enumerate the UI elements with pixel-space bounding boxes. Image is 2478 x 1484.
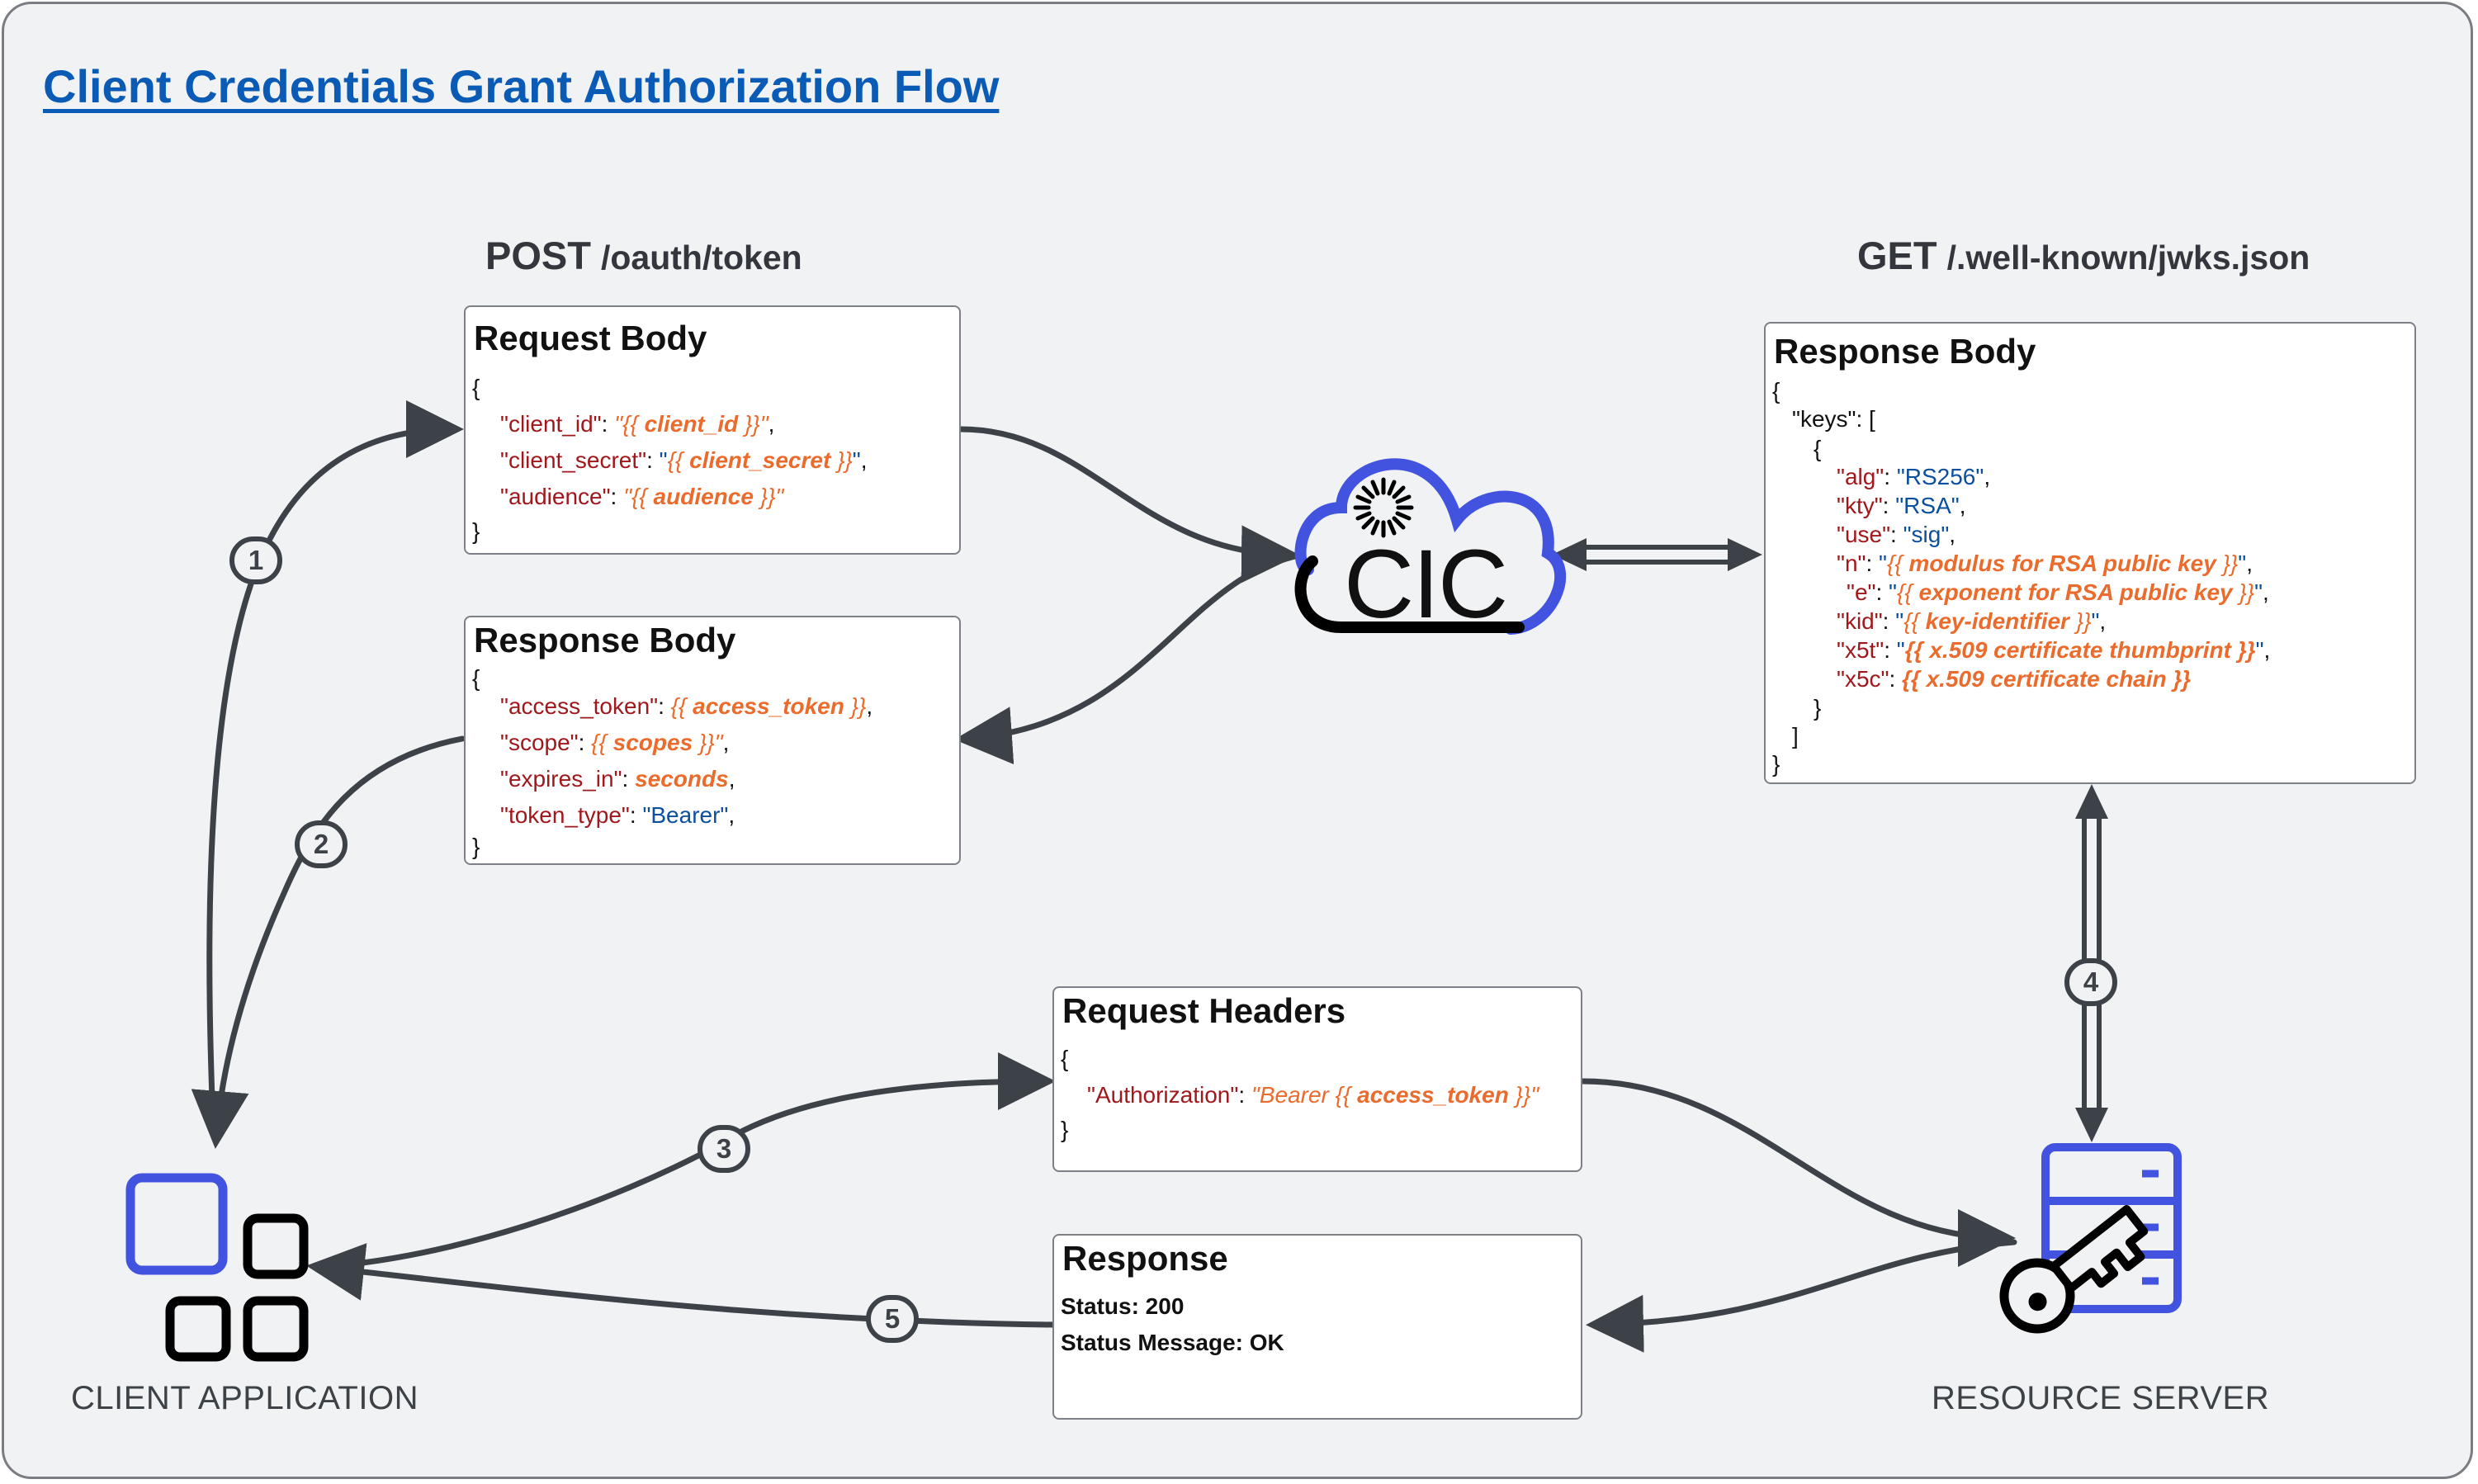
field-token-type: "token_type": "Bearer", (500, 802, 735, 828)
get-path: /.well-known/jwks.json (1946, 239, 2310, 276)
arrow-step5 (306, 1243, 1056, 1328)
field-e: "e": "{{ exponent for RSA public key }}"… (1847, 579, 2269, 605)
field-x5c: "x5c": {{ x.509 certificate chain }} (1837, 666, 2192, 692)
field-use: "use": "sig", (1837, 522, 1956, 547)
cic-cloud-icon (1294, 458, 1567, 635)
field-x5t: "x5t": "{{ x.509 certificate thumbprint … (1837, 637, 2271, 663)
json-close: } (472, 834, 480, 859)
json-inner-close: } (1814, 695, 1822, 721)
field-kty: "kty": "RSA", (1837, 493, 1966, 518)
arrow-headers-to-server (1579, 1078, 2016, 1267)
field-keys: "keys": [ (1792, 406, 1875, 432)
post-endpoint-label: POST/oauth/token (485, 233, 802, 278)
field-client-id: "client_id": "{{ client_id }}", (500, 411, 775, 437)
step-1-marker: 1 (229, 536, 282, 584)
request-body-box: Request Body { "client_id": "{{ client_i… (464, 305, 961, 555)
status-message: Status Message: OK (1061, 1330, 1284, 1355)
client-application-label: CLIENT APPLICATION (71, 1380, 419, 1416)
field-expires-in: "expires_in": seconds, (500, 766, 735, 792)
step-5-marker: 5 (866, 1295, 919, 1343)
arrow-step3 (319, 1052, 1056, 1270)
arrow-step1-up (206, 400, 464, 1126)
step-3-marker: 3 (698, 1125, 750, 1173)
json-open: { (1772, 378, 1780, 404)
final-response-box: Response Status: 200 Status Message: OK (1052, 1234, 1582, 1420)
double-arrow-cic-jwks (1585, 545, 1729, 565)
token-response-heading: Response Body (474, 621, 736, 659)
json-close: } (1772, 751, 1780, 777)
resource-server-label: RESOURCE SERVER (1932, 1380, 2270, 1416)
arrow-cic-to-response (954, 551, 1306, 765)
field-kid: "kid": "{{ key-identifier }}", (1837, 608, 2107, 634)
final-response-heading: Response (1062, 1239, 1228, 1278)
diagram-title: Client Credentials Grant Authorization F… (43, 60, 1000, 112)
field-n: "n": "{{ modulus for RSA public key }}", (1837, 551, 2253, 576)
post-method: POST (485, 234, 591, 277)
json-open: { (472, 665, 480, 691)
arrow-server-to-response (1586, 1239, 2017, 1353)
field-audience: "audience": "{{ audience }}" (500, 484, 784, 509)
token-response-box: Response Body { "access_token": {{ acces… (464, 616, 961, 865)
jwks-response-box: Response Body { "keys": [ { "alg": "RS25… (1764, 322, 2416, 784)
json-close: } (472, 518, 480, 544)
post-path: /oauth/token (600, 239, 802, 276)
field-client-secret: "client_secret": "{{ client_secret }}", (500, 447, 868, 473)
arrow-request-to-cic (958, 426, 1299, 584)
field-authorization: "Authorization": "Bearer {{ access_token… (1087, 1082, 1539, 1108)
json-open: { (472, 375, 480, 400)
json-close: } (1061, 1117, 1069, 1142)
arrow-step2-down (191, 735, 466, 1149)
field-access-token: "access_token": {{ access_token }}, (500, 693, 873, 719)
field-alg: "alg": "RS256", (1837, 464, 1991, 489)
cic-label: CIC (1344, 530, 1508, 639)
json-array-close: ] (1792, 723, 1799, 749)
status-code: Status: 200 (1061, 1293, 1185, 1319)
request-headers-box: Request Headers { "Authorization": "Bear… (1052, 986, 1582, 1172)
json-open: { (1061, 1046, 1069, 1071)
app-grid-icon (125, 1173, 309, 1362)
jwks-response-heading: Response Body (1774, 332, 2036, 371)
get-method: GET (1857, 234, 1937, 277)
step-4-marker: 4 (2064, 958, 2117, 1006)
request-body-heading: Request Body (474, 319, 707, 357)
request-headers-heading: Request Headers (1062, 991, 1346, 1030)
field-scope: "scope": {{ scopes }}", (500, 730, 730, 755)
server-key-icon (1999, 1143, 2182, 1334)
get-endpoint-label: GET/.well-known/jwks.json (1857, 233, 2310, 278)
step-2-marker: 2 (295, 820, 348, 868)
json-inner-open: { (1814, 436, 1822, 461)
